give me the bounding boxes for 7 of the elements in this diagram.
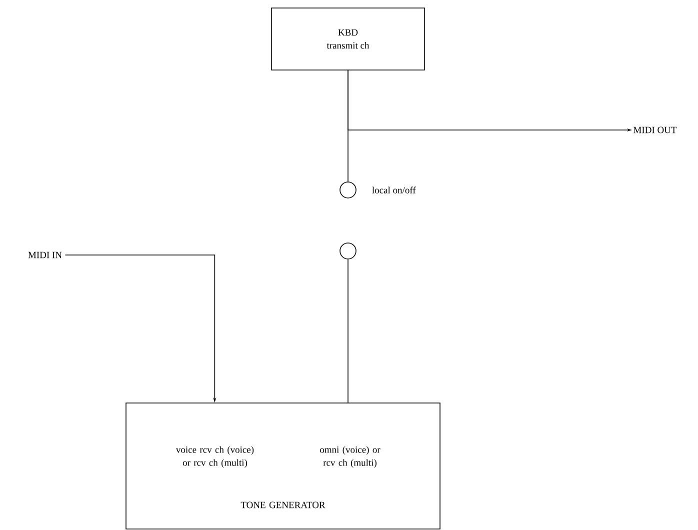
- signal-label: MIDI IN: [28, 252, 62, 258]
- switch-contact: [340, 182, 356, 198]
- tone-generator-box: voice rcv ch (voice) or rcv ch (multi) omni (voice) or rcv ch (multi) TONE GENERATOR: [126, 402, 440, 530]
- switch-label: local on/off: [372, 186, 416, 194]
- keyboard-box: KBD transmit ch: [271, 8, 425, 70]
- signal-label: MIDI OUT: [634, 126, 677, 134]
- switch-contact: [340, 242, 356, 260]
